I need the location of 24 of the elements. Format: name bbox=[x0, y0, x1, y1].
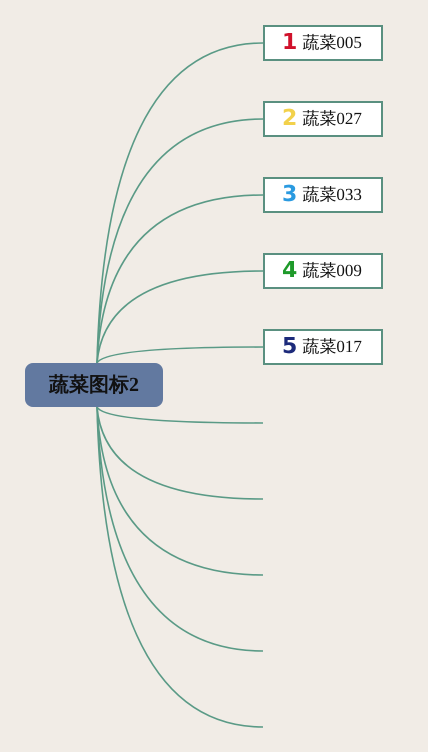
subtopic-box bbox=[263, 25, 383, 61]
branch-line bbox=[96, 346, 263, 364]
subtopic-text: 蔬菜027 bbox=[302, 108, 362, 130]
priority-number: 3 bbox=[282, 184, 298, 206]
priority-number: 4 bbox=[282, 260, 298, 282]
branch-line bbox=[96, 406, 263, 424]
subtopic-text: 蔬菜033 bbox=[302, 184, 362, 206]
branch-line bbox=[96, 270, 264, 364]
subtopic-box bbox=[263, 329, 383, 365]
branch-line bbox=[96, 42, 264, 364]
subtopic-text: 蔬菜017 bbox=[302, 336, 362, 358]
priority-number: 5 bbox=[282, 336, 298, 358]
branch-line bbox=[96, 406, 264, 728]
subtopic-text: 蔬菜009 bbox=[302, 260, 362, 282]
subtopic-box bbox=[263, 101, 383, 137]
topic-text: 蔬菜图标2 bbox=[49, 373, 139, 398]
central-topic bbox=[25, 363, 163, 407]
priority-number: 2 bbox=[282, 108, 298, 130]
subtopic-box bbox=[263, 253, 383, 289]
subtopic-box bbox=[263, 177, 383, 213]
subtopic-text: 蔬菜005 bbox=[302, 32, 362, 54]
priority-number: 1 bbox=[282, 32, 298, 54]
branch-line bbox=[96, 194, 264, 364]
branch-line bbox=[96, 118, 264, 364]
